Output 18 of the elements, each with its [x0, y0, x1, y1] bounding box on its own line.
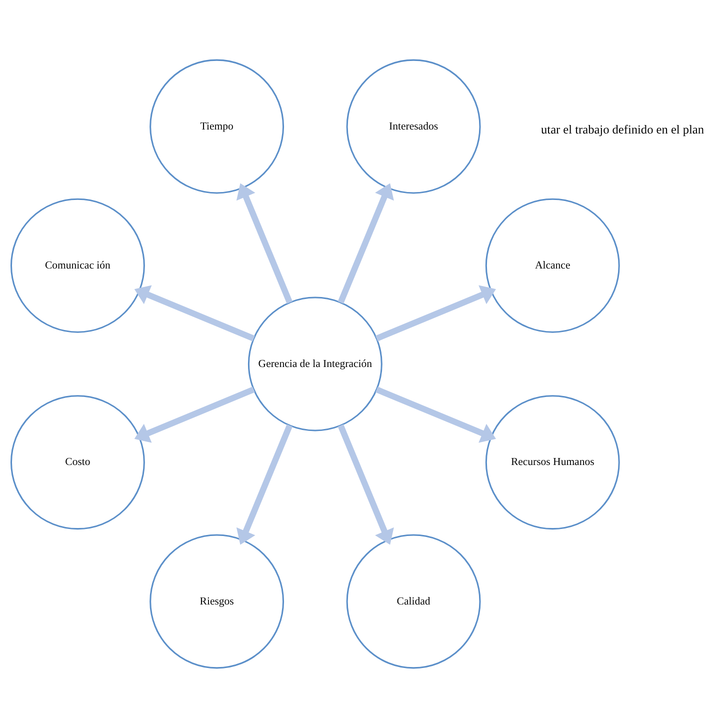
arrow: [134, 386, 255, 442]
arrow: [236, 424, 293, 544]
arrow: [236, 182, 293, 304]
node-circle: Alcance: [485, 198, 620, 332]
node-circle: Costo: [10, 394, 145, 530]
arrow: [338, 424, 394, 544]
node-circle: Recursos Humanos: [485, 394, 620, 530]
node-circle: Calidad: [346, 534, 481, 668]
arrow: [338, 182, 394, 304]
label: utar el trabajo definido en el plan: [541, 122, 704, 136]
arrow: [375, 386, 496, 442]
node-circle: Gerencia de la Integración: [248, 296, 382, 431]
node-circle: Interesados: [346, 58, 481, 194]
arrow: [134, 284, 255, 341]
node-circle: Comunicac ión: [10, 198, 145, 332]
arrow: [375, 284, 496, 341]
node-circle: Riesgos: [150, 534, 284, 668]
node-circle: Tiempo: [150, 58, 284, 194]
